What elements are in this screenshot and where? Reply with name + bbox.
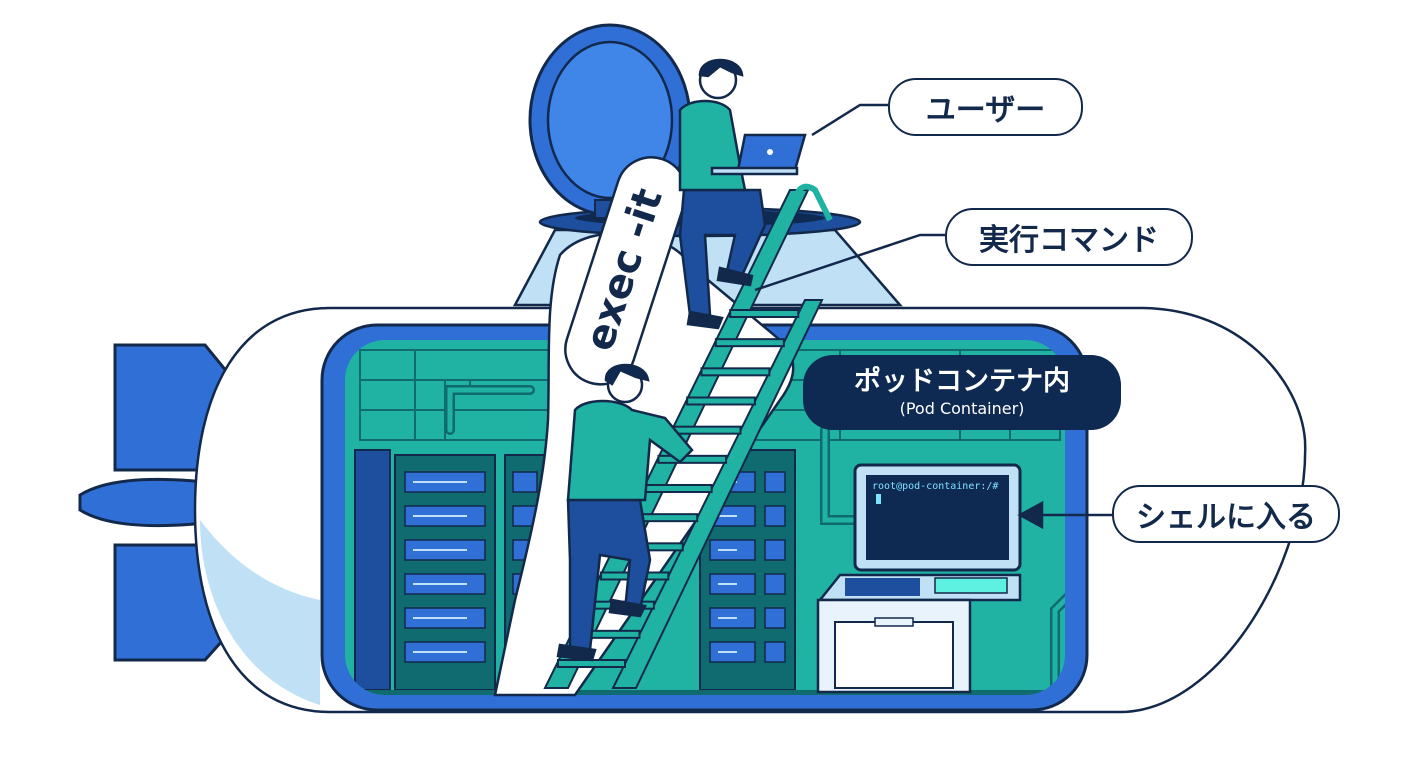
rack-unit [764,607,786,629]
label-exec-command: 実行コマンド [945,208,1193,266]
rack-unit [764,573,786,595]
label-pod-container-en: (Pod Container) [899,398,1025,418]
ladder-rung [686,396,756,406]
rack-unit [764,505,786,527]
ladder-rung [700,367,771,377]
ladder-rung [729,309,800,318]
ladder-rung [657,454,728,464]
user-person-climbing [556,363,694,662]
rack-unit [512,471,538,493]
user-person-top [678,58,807,330]
rack-unit [764,641,786,663]
callout-lines [754,103,1115,530]
rack-unit [764,471,786,493]
ladder-rung [643,484,713,493]
ladder-rung [714,338,785,348]
label-user: ユーザー [888,78,1083,136]
rack-unit [764,539,786,561]
ladder-rung [671,425,742,435]
label-pod-container: ポッドコンテナ内 (Pod Container) [803,355,1121,430]
label-pod-container-ja: ポッドコンテナ内 [854,365,1070,397]
label-enter-shell: シェルに入る [1112,485,1340,543]
terminal-console: root@pod-container:/# [816,463,1022,694]
terminal-prompt: root@pod-container:/# [872,481,998,492]
